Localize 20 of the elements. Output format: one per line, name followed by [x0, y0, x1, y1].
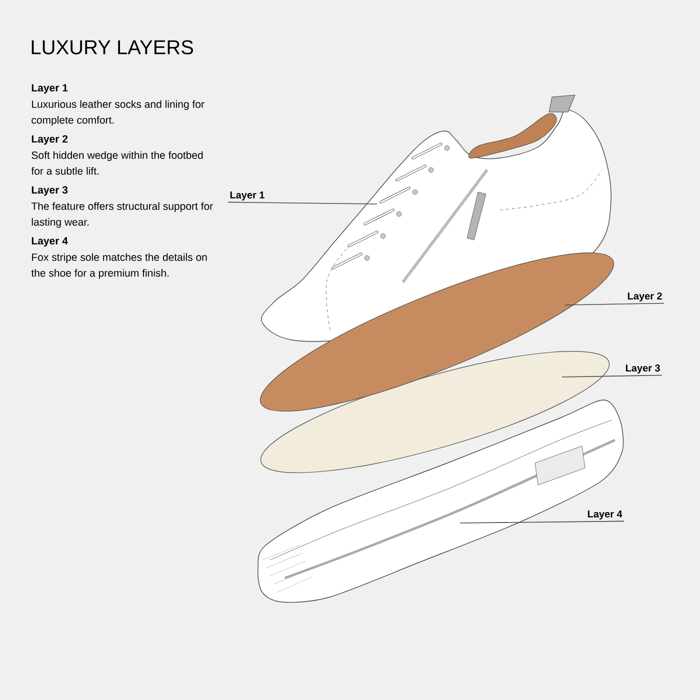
layer-description: Fox stripe sole matches the details on the shoe for a premium finish. [31, 253, 207, 279]
layer-label: Layer 4 [588, 510, 622, 520]
layer-label: Layer 1 [230, 192, 264, 200]
layer-description: Luxurious leather socks and lining for complete comfort. [32, 100, 204, 126]
layer-heading: Layer 4 [32, 237, 68, 247]
leader-line [562, 374, 662, 378]
layer-heading: Layer 1 [32, 84, 68, 94]
title: LUXURY LAYERS [32, 40, 194, 54]
layer-label: Layer 3 [626, 364, 660, 374]
layer-heading: Layer 3 [32, 186, 68, 196]
insole-drawing [260, 252, 614, 412]
leader-line [460, 520, 624, 524]
leader-line [564, 302, 664, 306]
layer-label: Layer 2 [628, 292, 662, 302]
leader-line [228, 202, 378, 204]
layer-description: The feature offers structural support for lasting wear. [31, 202, 213, 228]
board-drawing [260, 351, 610, 473]
shoe-sole-drawing [258, 400, 624, 603]
layer-description: Soft hidden wedge within the footbed for a subtle lift. [31, 151, 203, 175]
layer-heading: Layer 2 [32, 135, 68, 145]
